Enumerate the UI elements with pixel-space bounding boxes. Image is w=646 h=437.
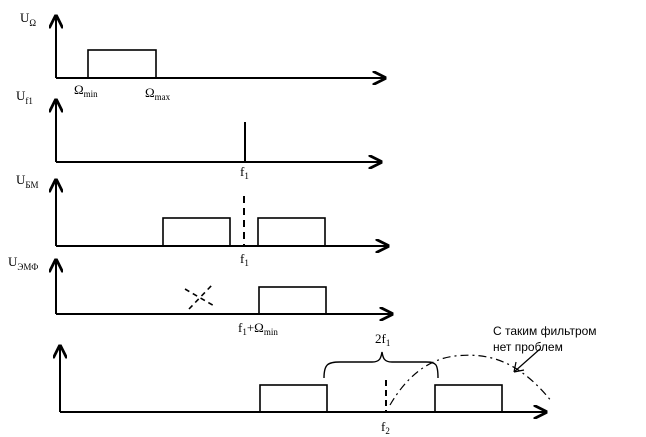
tick-f1-plus-omega-min: f1+Ωmin	[238, 320, 278, 337]
panel-u-bm: UБМ f1	[16, 172, 388, 268]
filtered-sideband-box	[258, 286, 327, 315]
y-axis-label: Uf1	[16, 88, 33, 106]
y-axis-label: UЭМФ	[8, 254, 38, 272]
tick-f1: f1	[240, 251, 249, 268]
panel-u-emf: UЭМФ f1+Ωmin	[8, 254, 392, 337]
tick-omega-min: Ωmin	[74, 82, 98, 99]
filter-response-curve	[389, 354, 553, 406]
sideband-box-low	[259, 384, 328, 413]
annotation-line-1: С таким фильтром	[493, 324, 597, 338]
annotation-arrow	[513, 348, 541, 373]
baseband-spectrum-box	[87, 49, 157, 79]
annotation-line-2: нет проблем	[493, 340, 563, 354]
sideband-box-high	[434, 384, 503, 413]
panel-u-omega: UΩ Ωmin Ωmax	[20, 10, 385, 102]
annotation-arrowhead	[513, 361, 525, 373]
span-brace	[323, 351, 439, 379]
tick-f2: f2	[381, 419, 390, 436]
panel-output: f2 2f1 С таким фильтром нет проблем	[60, 324, 597, 436]
tick-omega-max: Ωmax	[145, 85, 171, 102]
y-axis-label: UΩ	[20, 10, 36, 28]
upper-sideband-box	[257, 217, 326, 247]
label-2f1: 2f1	[375, 331, 390, 348]
removed-sideband-cross	[184, 284, 217, 310]
y-axis-label: UБМ	[16, 172, 39, 190]
panel-u-f1: Uf1 f1	[16, 88, 381, 181]
tick-f1: f1	[240, 164, 249, 181]
lower-sideband-box	[162, 217, 231, 247]
